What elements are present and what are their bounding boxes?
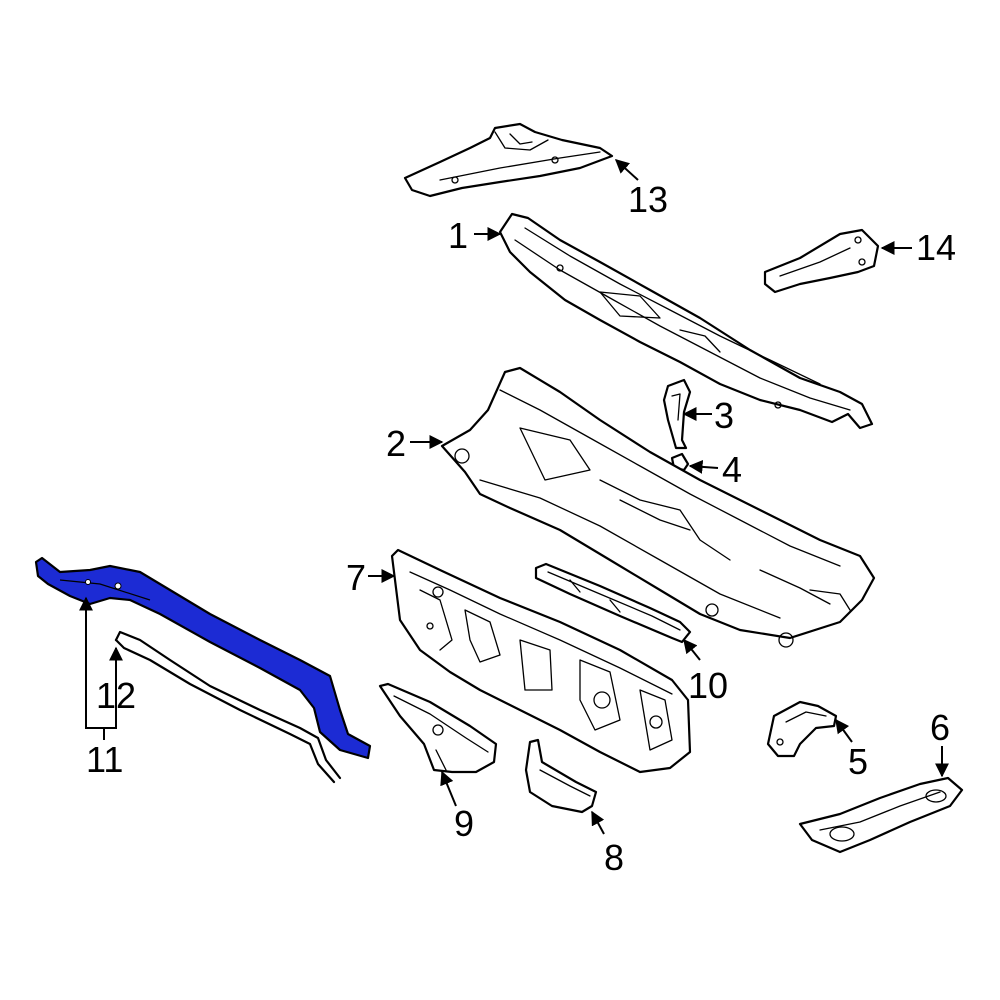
callout-10: 10 bbox=[688, 665, 728, 706]
callout-4: 4 bbox=[722, 449, 742, 490]
callout-2: 2 bbox=[386, 423, 406, 464]
part-8-shield bbox=[524, 738, 598, 814]
callout-11: 11 bbox=[86, 739, 123, 780]
callout-3: 3 bbox=[714, 395, 734, 436]
callout-14: 14 bbox=[916, 227, 956, 268]
part-13-cowl-trim bbox=[403, 122, 614, 198]
leader-lines bbox=[79, 159, 949, 835]
part-5-corner-bracket bbox=[766, 700, 838, 758]
part-2-plenum-panel bbox=[440, 366, 876, 648]
callout-12: 12 bbox=[96, 675, 136, 716]
part-9-bracket bbox=[378, 682, 498, 774]
callout-6: 6 bbox=[930, 707, 950, 748]
callout-9: 9 bbox=[454, 803, 474, 844]
part-14-bracket bbox=[763, 228, 880, 294]
part-12-tube bbox=[114, 630, 342, 784]
part-11-cross-member bbox=[34, 556, 372, 760]
callout-5: 5 bbox=[848, 741, 868, 782]
part-6-sill-plate bbox=[798, 776, 964, 854]
callout-8: 8 bbox=[604, 837, 624, 878]
callout-7: 7 bbox=[346, 557, 366, 598]
part-10-rail bbox=[534, 562, 692, 644]
part-3-support bbox=[662, 378, 692, 450]
part-1-cowl-panel bbox=[498, 212, 874, 430]
part-7-dash-panel bbox=[390, 548, 692, 774]
callout-1: 1 bbox=[448, 215, 468, 256]
callout-13: 13 bbox=[628, 179, 668, 220]
callout-labels: 1 2 3 4 5 6 7 8 9 10 11 12 13 14 bbox=[86, 179, 956, 878]
